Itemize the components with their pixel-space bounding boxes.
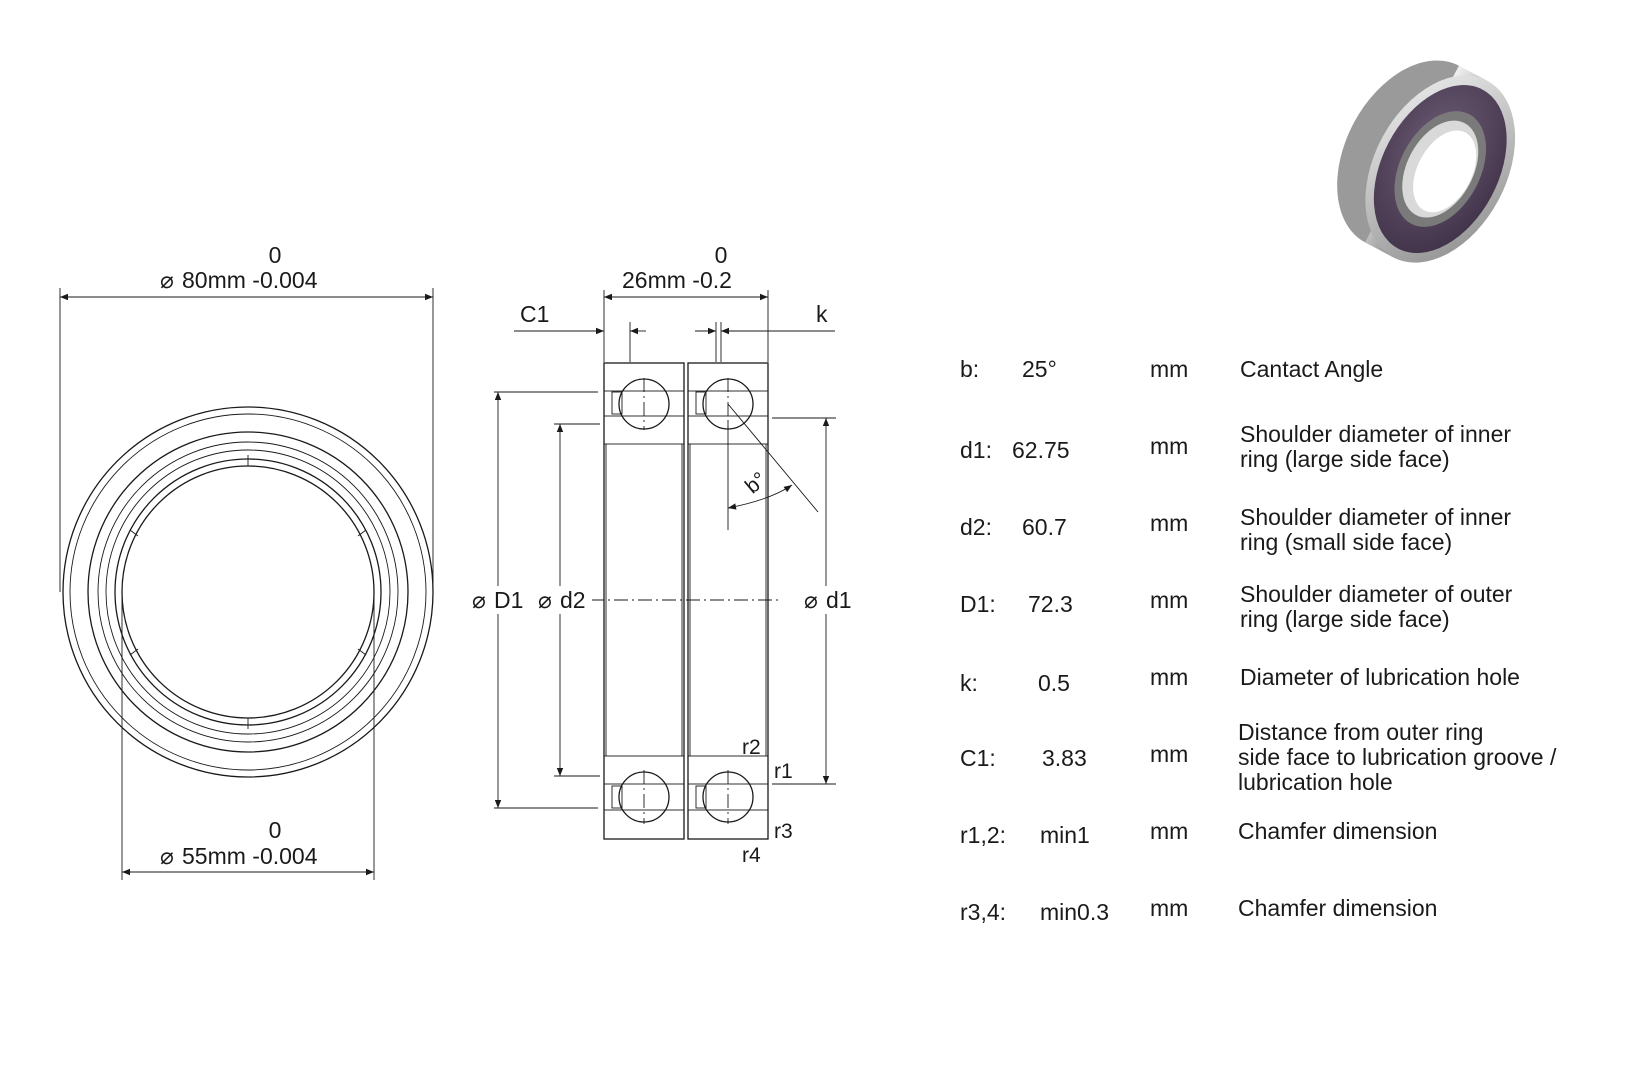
spec-unit: mm (1150, 587, 1189, 613)
spec-unit: mm (1150, 510, 1189, 536)
spec-unit: mm (1150, 895, 1189, 921)
spec-desc: Cantact Angle (1240, 356, 1384, 382)
balls (611, 378, 754, 823)
spec-key: b: (960, 356, 980, 382)
r3-label: r3 (774, 820, 793, 843)
D1-label: D1 (494, 587, 523, 613)
spec-value: 72.3 (1028, 591, 1073, 617)
r4-label: r4 (742, 844, 761, 867)
d2-label: d2 (560, 587, 586, 613)
spec-desc: Distance from outer ring (1238, 719, 1484, 745)
spec-key: D1: (960, 591, 996, 617)
spec-desc: ring (large side face) (1240, 606, 1450, 632)
bore-dim-upper: 0 (269, 817, 282, 843)
spec-key: d2: (960, 514, 992, 540)
spec-value: 62.75 (1012, 437, 1070, 463)
diameter-symbol: ⌀ (538, 587, 552, 613)
spec-unit: mm (1150, 356, 1189, 382)
spec-desc: ring (large side face) (1240, 446, 1450, 472)
r1-label: r1 (774, 760, 793, 783)
bore-dim-value: 55mm -0.004 (182, 843, 318, 869)
spec-key: k: (960, 670, 978, 696)
ring-sections (603, 362, 769, 840)
c1-label: C1 (520, 301, 549, 327)
bore-edge (121, 465, 375, 719)
ball-cage (129, 455, 367, 729)
diameter-symbol: ⌀ (804, 587, 818, 613)
spec-desc: lubrication hole (1238, 769, 1393, 795)
outer-dim-value: 80mm -0.004 (182, 267, 318, 293)
spec-key: d1: (960, 437, 992, 463)
spec-desc: side face to lubrication groove / (1238, 744, 1557, 770)
width-dim-upper: 0 (715, 242, 728, 268)
spec-desc: Shoulder diameter of inner (1240, 421, 1512, 447)
outer-dim-upper: 0 (269, 242, 282, 268)
spec-key: r1,2: (960, 822, 1007, 848)
r2-label: r2 (742, 736, 761, 759)
spec-desc: ring (small side face) (1240, 529, 1453, 555)
width-dim-value: 26mm -0.2 (622, 267, 732, 293)
contact-angle-label: b° (741, 468, 771, 499)
d1-label: d1 (826, 587, 852, 613)
spec-value: 25° (1022, 356, 1057, 382)
k-label: k (816, 301, 828, 327)
spec-value: min0.3 (1040, 899, 1110, 925)
spec-value: 60.7 (1022, 514, 1067, 540)
spec-unit: mm (1150, 664, 1189, 690)
spec-desc: Diameter of lubrication hole (1240, 664, 1520, 690)
spec-value: min1 (1040, 822, 1090, 848)
spec-unit: mm (1150, 741, 1189, 767)
bearing-3d-image (1337, 60, 1516, 263)
spec-value: 3.83 (1042, 745, 1087, 771)
spec-unit: mm (1150, 433, 1189, 459)
diameter-symbol: ⌀ (160, 267, 174, 293)
spec-value: 0.5 (1038, 670, 1070, 696)
spec-desc: Shoulder diameter of outer (1240, 581, 1513, 607)
diameter-symbol: ⌀ (472, 587, 486, 613)
diameter-symbol: ⌀ (160, 843, 174, 869)
spec-key: r3,4: (960, 899, 1007, 925)
spec-key: C1: (960, 745, 996, 771)
spec-unit: mm (1150, 818, 1189, 844)
section-view: b° 0 26mm -0.2 C1 k ⌀ D1 ⌀ d (470, 242, 858, 867)
front-view: 0 ⌀ 80mm -0.004 0 ⌀ 55mm -0.004 (59, 242, 434, 880)
spec-desc: Shoulder diameter of inner (1240, 504, 1512, 530)
spec-desc: Chamfer dimension (1238, 895, 1438, 921)
spec-desc: Chamfer dimension (1238, 818, 1438, 844)
